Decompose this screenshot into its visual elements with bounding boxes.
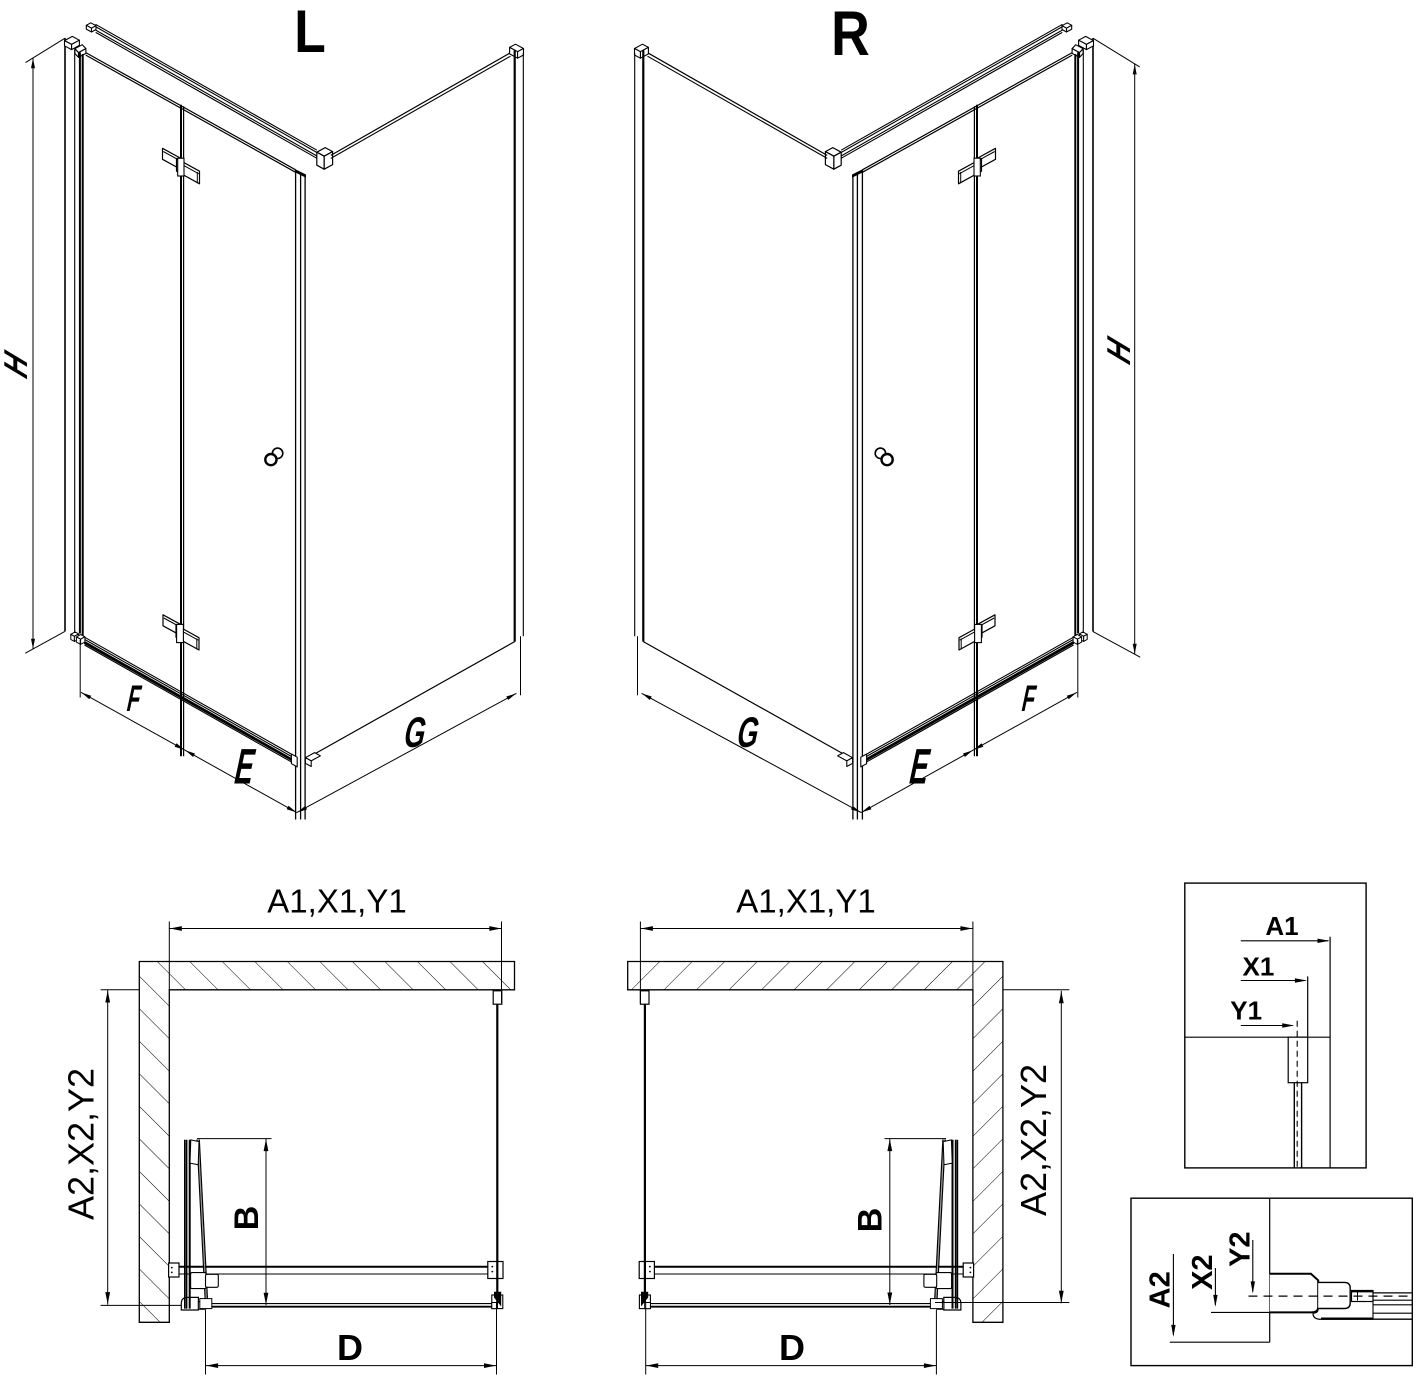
svg-text:A2,X2,Y2: A2,X2,Y2 [61,1068,102,1220]
svg-text:A1,X1,Y1: A1,X1,Y1 [736,883,875,920]
svg-text:Y2: Y2 [1225,1231,1257,1266]
svg-text:D: D [779,1327,805,1368]
svg-text:B: B [228,1206,266,1231]
svg-text:D: D [337,1327,363,1368]
svg-text:A2,X2,Y2: A2,X2,Y2 [1013,1064,1054,1216]
svg-text:A1: A1 [1265,911,1298,941]
svg-text:Y1: Y1 [1230,995,1262,1025]
svg-text:A1,X1,Y1: A1,X1,Y1 [267,883,406,920]
svg-text:R: R [831,0,870,69]
svg-text:A2: A2 [1145,1271,1177,1308]
svg-text:X2: X2 [1187,1254,1219,1289]
svg-text:L: L [294,0,326,65]
svg-text:B: B [852,1208,890,1233]
svg-text:X1: X1 [1242,952,1274,982]
